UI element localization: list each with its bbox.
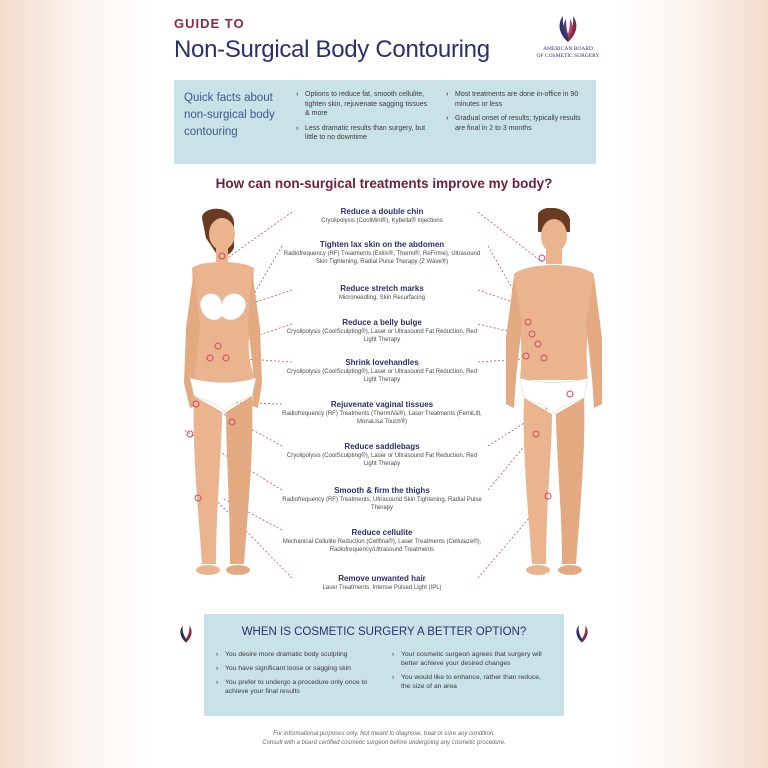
question-heading: How can non-surgical treatments improve …	[215, 176, 553, 191]
option-item: You would like to enhance, rather than r…	[392, 673, 552, 691]
treatment-heading: Reduce a double chin	[340, 207, 424, 216]
treatment-heading: Reduce stretch marks	[340, 284, 424, 293]
logo-emblem-icon	[180, 625, 192, 643]
female-figure	[184, 208, 262, 575]
quick-facts-col2: Most treatments are done in-office in 90…	[446, 90, 586, 138]
treatment-item: Reduce saddlebags Cryolipolysis (CoolScu…	[282, 442, 482, 468]
treatment-detail: Radiofrequency (RF) Treatments (Exilis®,…	[283, 251, 481, 265]
treatment-detail: Laser Treatments, Intense Pulsed Light (…	[322, 585, 442, 591]
guide-to-label: GUIDE TO	[174, 16, 245, 31]
page-title: Non-Surgical Body Contouring	[174, 36, 490, 63]
treatment-detail: Cryolipolysis (CoolSculpting®), Laser or…	[286, 329, 478, 343]
treatment-heading: Reduce cellulite	[351, 528, 413, 537]
logo-text-line1: AMERICAN BOARD	[543, 46, 593, 52]
fact-item: Options to reduce fat, smooth cellulite,…	[296, 90, 428, 119]
quick-facts-col1: Options to reduce fat, smooth cellulite,…	[296, 90, 428, 148]
fact-item: Less dramatic results than surgery, but …	[296, 124, 428, 143]
quick-facts-panel: Quick facts about non-surgical body cont…	[174, 80, 596, 164]
treatment-item: Reduce a double chin Cryolipolysis (Cool…	[282, 207, 482, 225]
option-item: You have significant loose or sagging sk…	[216, 664, 376, 673]
better-option-col1: You desire more dramatic body sculpting …	[216, 650, 376, 701]
treatment-heading: Rejuvenate vaginal tissues	[330, 400, 434, 409]
treatment-item: Reduce a belly bulge Cryolipolysis (Cool…	[282, 318, 482, 344]
treatment-detail: Cryolipolysis (CoolMini®), Kybella® Inje…	[321, 218, 443, 224]
treatment-heading: Reduce saddlebags	[344, 442, 420, 451]
treatment-item: Rejuvenate vaginal tissues Radiofrequenc…	[282, 400, 482, 426]
infographic-poster: GUIDE TO Non-Surgical Body Contouring AM…	[152, 0, 616, 768]
better-option-title: WHEN IS COSMETIC SURGERY A BETTER OPTION…	[241, 626, 527, 638]
treatment-heading: Tighten lax skin on the abdomen	[319, 240, 445, 249]
option-item: You prefer to undergo a procedure only o…	[216, 678, 376, 696]
treatment-detail: Radiofrequency (RF) Treatments (ThermiVa…	[282, 411, 482, 425]
treatment-item: Tighten lax skin on the abdomen Radiofre…	[282, 240, 482, 266]
footer-line2: Consult with a board certified cosmetic …	[262, 740, 506, 746]
treatment-item: Reduce stretch marks Microneedling, Skin…	[282, 284, 482, 302]
treatment-detail: Cryolipolysis (CoolSculpting®), Laser or…	[286, 453, 478, 467]
treatment-heading: Shrink lovehandles	[345, 358, 419, 367]
treatment-detail: Cryolipolysis (CoolSculpting®), Laser or…	[286, 369, 478, 383]
treatment-detail: Radiofrequency (RF) Treatments, Ultrasou…	[282, 497, 482, 511]
treatment-item: Reduce cellulite Mechanical Cellulite Re…	[282, 528, 482, 554]
footer-disclaimer: For informational purposes only. Not mea…	[152, 730, 616, 748]
better-option-panel: WHEN IS COSMETIC SURGERY A BETTER OPTION…	[204, 614, 564, 716]
treatment-heading: Reduce a belly bulge	[342, 318, 422, 327]
footer-line1: For informational purposes only. Not mea…	[273, 731, 495, 737]
male-figure	[506, 208, 602, 575]
treatment-heading: Remove unwanted hair	[338, 574, 426, 583]
logo-emblem-icon	[576, 625, 588, 643]
treatment-item: Smooth & firm the thighs Radiofrequency …	[282, 486, 482, 512]
better-option-col2: Your cosmetic surgeon agrees that surger…	[392, 650, 552, 696]
logo-text-line2: OF COSMETIC SURGERY	[536, 53, 600, 59]
treatment-item: Shrink lovehandles Cryolipolysis (CoolSc…	[282, 358, 482, 384]
treatment-item: Remove unwanted hair Laser Treatments, I…	[282, 574, 482, 592]
option-item: Your cosmetic surgeon agrees that surger…	[392, 650, 552, 668]
abcs-logo: AMERICAN BOARD OF COSMETIC SURGERY	[528, 14, 608, 60]
quick-facts-title: Quick facts about non-surgical body cont…	[184, 92, 275, 138]
treatment-heading: Smooth & firm the thighs	[334, 486, 430, 495]
fact-item: Gradual onset of results; typically resu…	[446, 114, 586, 133]
fact-item: Most treatments are done in-office in 90…	[446, 90, 586, 109]
logo-emblem-icon	[559, 16, 577, 42]
treatment-detail: Mechanical Cellulite Reduction (Cellfina…	[282, 539, 482, 553]
option-item: You desire more dramatic body sculpting	[216, 650, 376, 659]
treatment-detail: Microneedling, Skin Resurfacing	[338, 295, 426, 301]
